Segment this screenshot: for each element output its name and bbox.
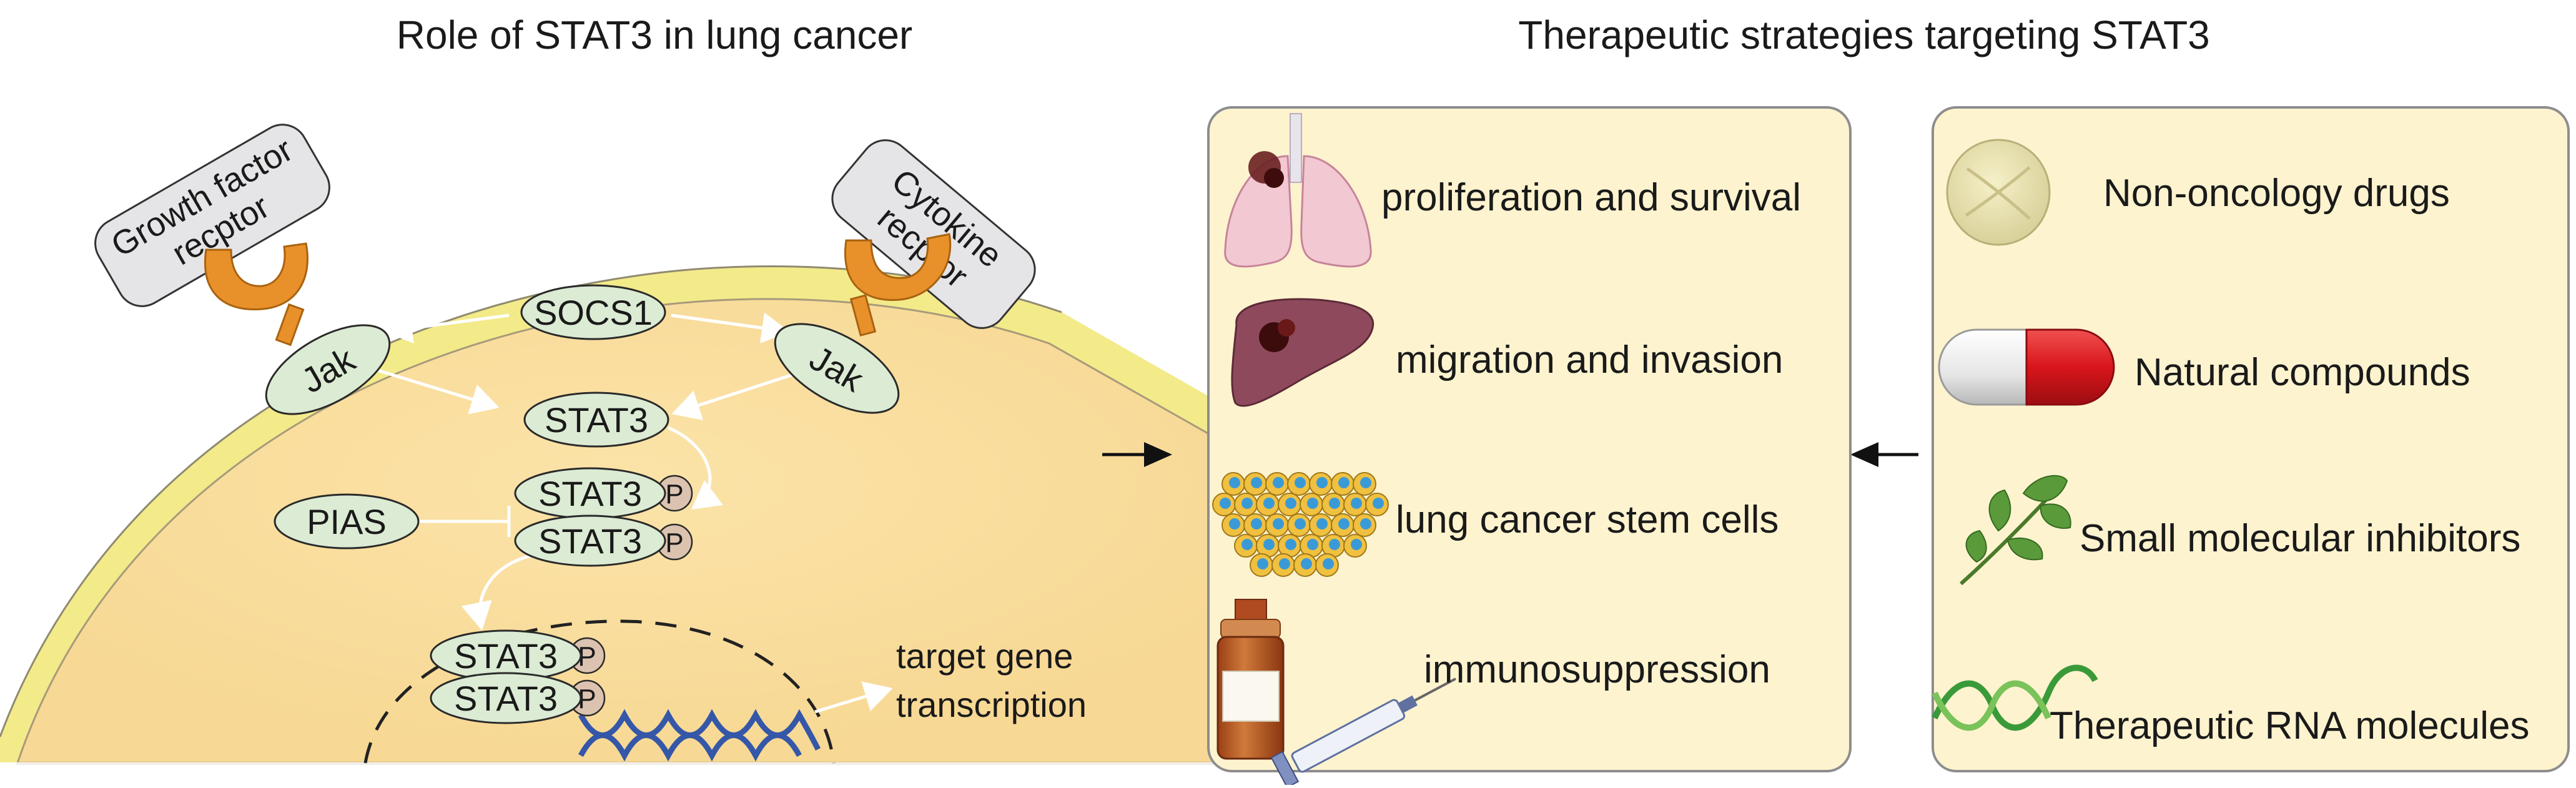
phospho-label: P bbox=[665, 528, 683, 558]
role-label: migration and invasion bbox=[1396, 338, 1783, 382]
growth-factor-receptor: Growth factor recptor bbox=[94, 124, 330, 347]
tablet-icon bbox=[1946, 139, 2051, 246]
stem-cell-nucleus bbox=[1351, 539, 1362, 550]
strategy-label: Small molecular inhibitors bbox=[2080, 517, 2520, 560]
phospho-label: P bbox=[665, 479, 683, 510]
strategies-panel: Non-oncology drugs Natural compounds Sma… bbox=[1932, 106, 2570, 772]
stat3-label: STAT3 bbox=[454, 636, 558, 676]
stat3-dimer-nucleus: P STAT3 P STAT3 bbox=[430, 629, 606, 724]
pias-oval: PIAS bbox=[274, 493, 420, 549]
role-label: immunosuppression bbox=[1424, 648, 1770, 691]
stat3-label: STAT3 bbox=[454, 679, 558, 718]
rna-helix-icon bbox=[1932, 664, 2098, 731]
capsule-icon bbox=[1938, 328, 2115, 406]
stem-cell-nucleus bbox=[1285, 539, 1296, 550]
stem-cell-nucleus bbox=[1241, 539, 1253, 550]
stem-cell-nucleus bbox=[1301, 558, 1312, 569]
stem-cells-icon bbox=[1212, 472, 1389, 577]
stem-cell-nucleus bbox=[1351, 498, 1362, 509]
stat3-dimer-cytoplasm: P STAT3 P STAT3 bbox=[514, 467, 693, 567]
stem-cell-nucleus bbox=[1329, 539, 1340, 550]
left-title: Role of STAT3 in lung cancer bbox=[397, 12, 912, 57]
stem-cell-nucleus bbox=[1295, 477, 1306, 488]
stem-cell-nucleus bbox=[1329, 498, 1340, 509]
stem-cell-nucleus bbox=[1316, 518, 1328, 529]
stem-cell-nucleus bbox=[1257, 558, 1268, 569]
stem-cell-nucleus bbox=[1316, 477, 1328, 488]
liver-icon bbox=[1231, 298, 1374, 407]
nucleus-membrane bbox=[363, 619, 836, 764]
receptor-label-box bbox=[831, 139, 1036, 329]
stem-cell-nucleus bbox=[1251, 477, 1262, 488]
stem-cell-nucleus bbox=[1273, 518, 1284, 529]
roles-panel: proliferation and survival migration and… bbox=[1207, 106, 1852, 788]
stem-cell-nucleus bbox=[1307, 498, 1318, 509]
stat3-label: STAT3 bbox=[538, 474, 642, 513]
signal-arrows bbox=[371, 312, 893, 714]
socs1-label: SOCS1 bbox=[534, 293, 653, 332]
vial-syringe-icon bbox=[1216, 599, 1456, 788]
stem-cell-nucleus bbox=[1220, 498, 1231, 509]
lung-icon bbox=[1224, 113, 1372, 268]
stem-cell-nucleus bbox=[1360, 518, 1371, 529]
pias-label: PIAS bbox=[307, 502, 387, 541]
strategy-label: Therapeutic RNA molecules bbox=[2050, 704, 2529, 747]
herb-icon bbox=[1959, 475, 2071, 586]
receptor-label-box bbox=[94, 124, 330, 307]
strategy-label: Natural compounds bbox=[2134, 351, 2470, 394]
socs1-oval: SOCS1 bbox=[520, 284, 666, 340]
stem-cell-nucleus bbox=[1279, 558, 1290, 569]
stem-cell-nucleus bbox=[1263, 498, 1275, 509]
stem-cell-nucleus bbox=[1338, 518, 1350, 529]
stem-cell-nucleus bbox=[1229, 477, 1240, 488]
stem-cell-nucleus bbox=[1251, 518, 1262, 529]
stem-cell-nucleus bbox=[1360, 477, 1371, 488]
right-title: Therapeutic strategies targeting STAT3 bbox=[1518, 12, 2210, 57]
jak-right-oval: Jak bbox=[774, 323, 900, 414]
stat3-oval: STAT3 bbox=[523, 392, 669, 448]
target-gene-line1: target gene bbox=[896, 636, 1073, 676]
stem-cell-nucleus bbox=[1273, 477, 1284, 488]
stem-cell-nucleus bbox=[1323, 558, 1334, 569]
receptor-icon bbox=[204, 242, 308, 311]
stem-cell-nucleus bbox=[1241, 498, 1253, 509]
stem-cell-nucleus bbox=[1373, 498, 1384, 509]
stem-cell-nucleus bbox=[1338, 477, 1350, 488]
role-label: lung cancer stem cells bbox=[1396, 498, 1779, 541]
stem-cell-nucleus bbox=[1263, 539, 1275, 550]
receptor-icon bbox=[844, 233, 952, 302]
strategy-label: Non-oncology drugs bbox=[2103, 172, 2450, 215]
stem-cell-nucleus bbox=[1295, 518, 1306, 529]
dna-helix-icon bbox=[578, 709, 821, 762]
stem-cell-nucleus bbox=[1229, 518, 1240, 529]
role-label: proliferation and survival bbox=[1381, 176, 1801, 219]
stem-cell-nucleus bbox=[1285, 498, 1296, 509]
stat3-label: STAT3 bbox=[545, 400, 648, 440]
target-gene-line2: transcription bbox=[896, 685, 1087, 724]
cell-membrane-edge bbox=[0, 265, 1062, 737]
jak-left-oval: Jak bbox=[265, 324, 391, 415]
stem-cell-nucleus bbox=[1307, 539, 1318, 550]
stat3-label: STAT3 bbox=[538, 521, 642, 561]
